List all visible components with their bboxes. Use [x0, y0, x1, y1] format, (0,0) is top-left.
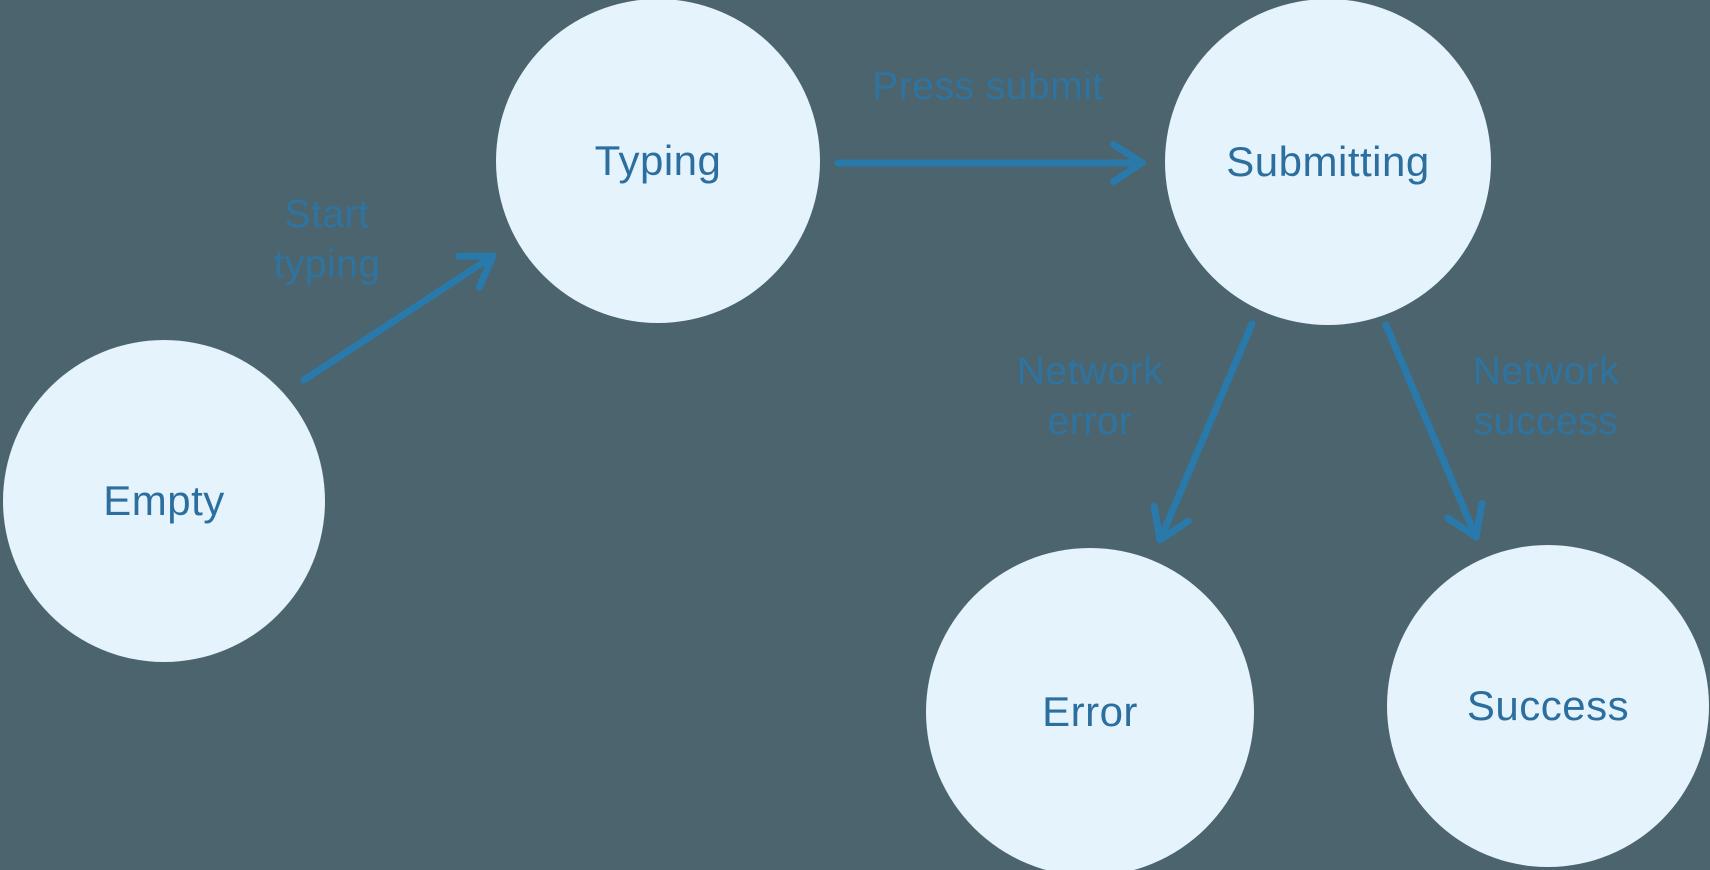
arrowhead-icon: [455, 252, 497, 291]
transition-label-line: error: [1047, 400, 1133, 443]
state-node-submitting: Submitting: [1165, 0, 1491, 325]
transition-label-line: typing: [273, 243, 381, 286]
arrowhead-icon: [1150, 503, 1192, 544]
state-node-label: Error: [1042, 688, 1138, 735]
state-node-label: Success: [1466, 682, 1630, 729]
transition-label-line: Network: [1016, 350, 1164, 394]
state-node-success: Success: [1387, 545, 1709, 867]
state-node-label: Empty: [103, 477, 225, 524]
state-node-error: Error: [926, 548, 1254, 870]
state-node-label: Typing: [594, 137, 722, 184]
state-node-label: Submitting: [1226, 138, 1430, 185]
transition-arrow-network-success: [1382, 321, 1486, 541]
state-node-typing: Typing: [496, 0, 820, 323]
state-node-empty: Empty: [3, 340, 325, 662]
arrowhead-icon: [1444, 500, 1486, 541]
transition-label-line: Press submit: [872, 65, 1104, 109]
transition-label-network-success: Network success: [1473, 347, 1620, 447]
transition-label-line: Start: [284, 193, 370, 237]
transition-label-start-typing: Start typing: [273, 190, 380, 290]
transition-label-line: success: [1473, 400, 1619, 443]
transition-arrow-press-submit: [834, 141, 1146, 185]
arrowhead-icon: [1110, 141, 1146, 185]
transition-label-network-error: Network error: [1017, 347, 1164, 447]
transition-arrow-start-typing: [300, 252, 497, 384]
transition-label-press-submit: Press submit: [872, 62, 1103, 112]
transition-arrow-network-error: [1150, 320, 1256, 544]
transition-label-line: Network: [1472, 350, 1620, 394]
